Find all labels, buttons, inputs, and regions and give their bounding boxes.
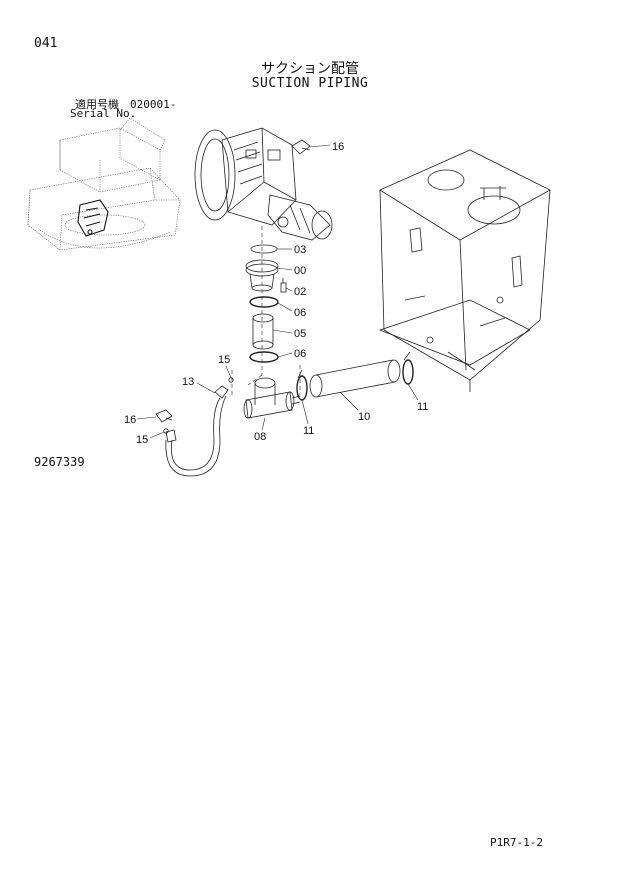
hydraulic-oil-tank: [378, 149, 551, 392]
callout-06-lower: 06: [294, 348, 306, 360]
clamp-screw-11-right: [403, 351, 411, 361]
clamp-screw-11-left: [297, 369, 303, 379]
callout-16-lower: 16: [124, 414, 136, 426]
part-callouts: 16 03 00 02 06 05 06 15 13 16 15 08 11 1…: [124, 141, 428, 446]
callout-leader-lines: [136, 144, 419, 439]
title-english: SUCTION PIPING: [251, 76, 369, 91]
machine-overview-sketch: [27, 117, 181, 251]
callout-08: 08: [254, 431, 266, 443]
callout-15-upper: 15: [218, 354, 230, 366]
hose-part-05: [252, 313, 274, 350]
callout-03: 03: [294, 244, 306, 256]
callout-02: 02: [294, 286, 306, 298]
assembly-centerline: [247, 226, 263, 386]
adapter-part-16-upper: [291, 139, 311, 155]
callout-13: 13: [182, 376, 194, 388]
bolt-part-02: [280, 278, 287, 293]
page-reference: P1R7-1-2: [490, 836, 543, 849]
hose-clamp-part-11-right: [402, 359, 414, 385]
serial-label-english: Serial No.: [70, 107, 137, 120]
callout-06-upper: 06: [294, 307, 306, 319]
callout-16-pump: 16: [332, 141, 344, 153]
o-ring-part-15-upper: [228, 377, 234, 383]
hose-clamp-part-06-lower: [249, 351, 279, 363]
callout-00: 00: [294, 265, 306, 277]
suction-hose-part-10: [309, 359, 401, 398]
hydraulic-pump-assembly: [194, 127, 333, 241]
hose-clamp-part-11-left: [296, 375, 308, 401]
callout-11-right: 11: [417, 401, 428, 413]
callout-05: 05: [294, 328, 306, 340]
flange-part-00: [245, 259, 279, 292]
title-japanese: サクション配管: [261, 61, 359, 77]
callout-11-left: 11: [303, 425, 314, 437]
serial-label-japanese: 適用号機 020001-: [75, 98, 177, 111]
page-code: 041: [34, 36, 58, 51]
tee-pipe-part-08: [243, 377, 301, 419]
drain-hose-part-13: [165, 385, 229, 477]
pump-location-highlight: [77, 199, 109, 237]
drawing-number: 9267339: [34, 455, 85, 469]
assembly-centerline-2: [231, 365, 301, 395]
o-ring-part-03: [250, 244, 278, 254]
hose-clamp-part-06-upper: [249, 296, 279, 308]
o-ring-part-15-lower: [163, 428, 169, 434]
callout-10: 10: [358, 411, 370, 423]
callout-15-lower: 15: [136, 434, 148, 446]
adapter-part-16-lower: [155, 409, 173, 423]
